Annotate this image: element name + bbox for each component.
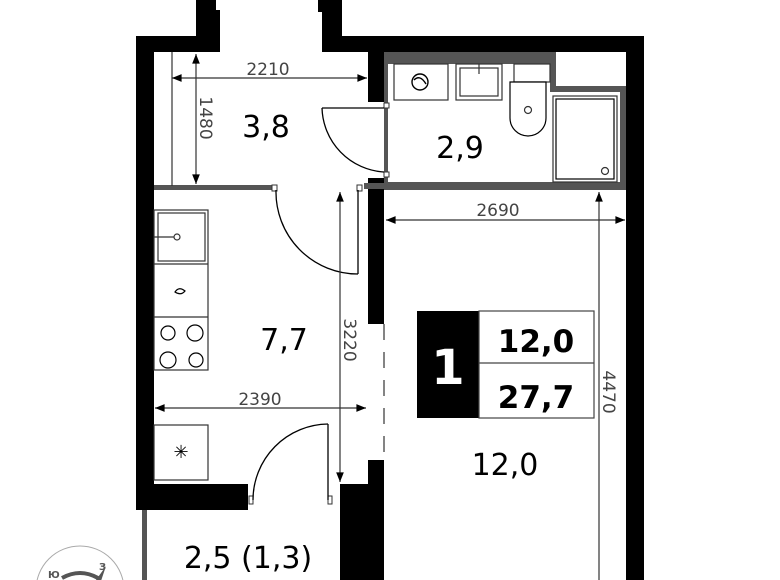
compass-west: З — [99, 562, 106, 573]
fridge-icon — [153, 424, 209, 481]
dim-hallway-width: 2210 — [246, 60, 289, 80]
living-area-value: 12,0 — [498, 324, 575, 360]
toilet-icon — [513, 63, 551, 83]
washing-machine-icon — [393, 63, 449, 101]
room-area-kitchen: 7,7 — [260, 323, 308, 358]
compass-icon: Ю З — [36, 545, 124, 580]
partitions — [142, 52, 626, 580]
dim-kitchen-width: 2390 — [238, 390, 281, 410]
svg-text:✳: ✳ — [173, 442, 188, 463]
balcony-door — [252, 423, 329, 501]
bathroom-door — [321, 107, 385, 173]
dim-kitchen-depth: 3220 — [339, 318, 359, 361]
kitchen-door — [275, 189, 359, 275]
doors — [252, 107, 385, 501]
compass-south: Ю — [48, 570, 60, 580]
room-count: 1 — [431, 340, 464, 396]
dim-hallway-depth: 1480 — [195, 96, 215, 139]
apartment-badge: 1 12,0 27,7 — [417, 310, 595, 419]
room-area-living: 12,0 — [472, 448, 539, 483]
bathroom-fixtures — [393, 63, 618, 183]
water-drop-icon — [174, 288, 186, 295]
total-area-value: 27,7 — [498, 380, 575, 416]
exterior-walls — [136, 0, 644, 580]
room-area-balcony: 2,5 (1,3) — [184, 541, 312, 576]
stove-icon — [159, 324, 204, 369]
kitchen-fixtures: ✳ — [153, 209, 209, 481]
dimension-lines — [155, 52, 626, 580]
dim-room-width: 2690 — [476, 201, 519, 221]
dim-room-depth: 4470 — [598, 370, 618, 413]
room-area-bathroom: 2,9 — [436, 131, 484, 166]
room-area-hallway: 3,8 — [242, 110, 290, 145]
